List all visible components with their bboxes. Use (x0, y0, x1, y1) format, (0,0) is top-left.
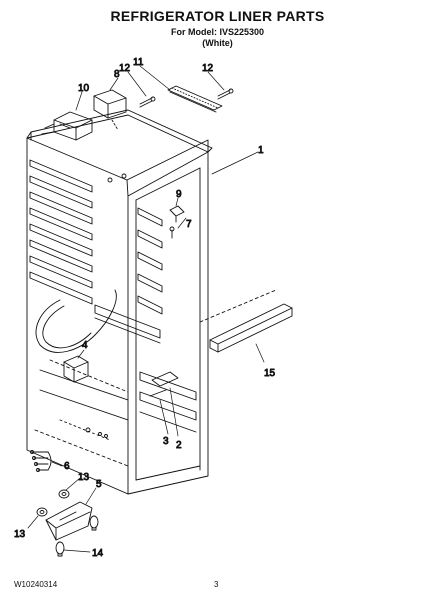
callout-14: 14 (92, 548, 104, 559)
callout-15: 15 (264, 368, 276, 379)
callout-8: 8 (114, 69, 120, 80)
callout-6: 6 (64, 461, 70, 472)
leader-lines (27, 65, 265, 553)
inner-bracket-part (63, 355, 89, 383)
bracket-part (93, 89, 127, 131)
page-title: REFRIGERATOR LINER PARTS (110, 8, 325, 24)
callout-5: 5 (96, 479, 102, 490)
socket-part-upper (58, 489, 70, 499)
cover-panel-part (199, 289, 293, 353)
control-housing-part (41, 111, 93, 141)
callout-12-left: 12 (119, 63, 131, 74)
page-number: 3 (214, 580, 219, 589)
screw-part-right (217, 88, 234, 100)
callout-8-9: 9 (176, 189, 182, 200)
bottom-clip-parts (149, 371, 179, 397)
callout-11: 11 (133, 57, 144, 68)
callout-7: 7 (186, 219, 192, 230)
wire-harness-part (30, 450, 52, 472)
light-bulb-part-lower (55, 541, 65, 557)
color-line: (White) (202, 38, 233, 48)
liner-cabinet (26, 109, 213, 495)
screw-part-left (139, 96, 156, 108)
callout-12-right: 12 (202, 63, 214, 74)
clip-part (169, 205, 185, 223)
callout-13-upper: 13 (78, 472, 90, 483)
callout-10: 10 (78, 83, 90, 94)
callout-3: 3 (163, 436, 169, 447)
screw-part-7 (169, 226, 175, 239)
light-strip-part (167, 85, 223, 113)
light-lens-part (45, 501, 93, 541)
light-bulb-part-right (89, 515, 99, 531)
callout-2: 2 (176, 440, 182, 451)
model-line: For Model: IVS225300 (170, 27, 265, 37)
callout-1: 1 (258, 145, 264, 156)
callout-13-lower: 13 (14, 529, 26, 540)
document-number: W10240314 (14, 580, 58, 589)
socket-part-lower (36, 507, 48, 517)
callout-4: 4 (82, 340, 88, 351)
